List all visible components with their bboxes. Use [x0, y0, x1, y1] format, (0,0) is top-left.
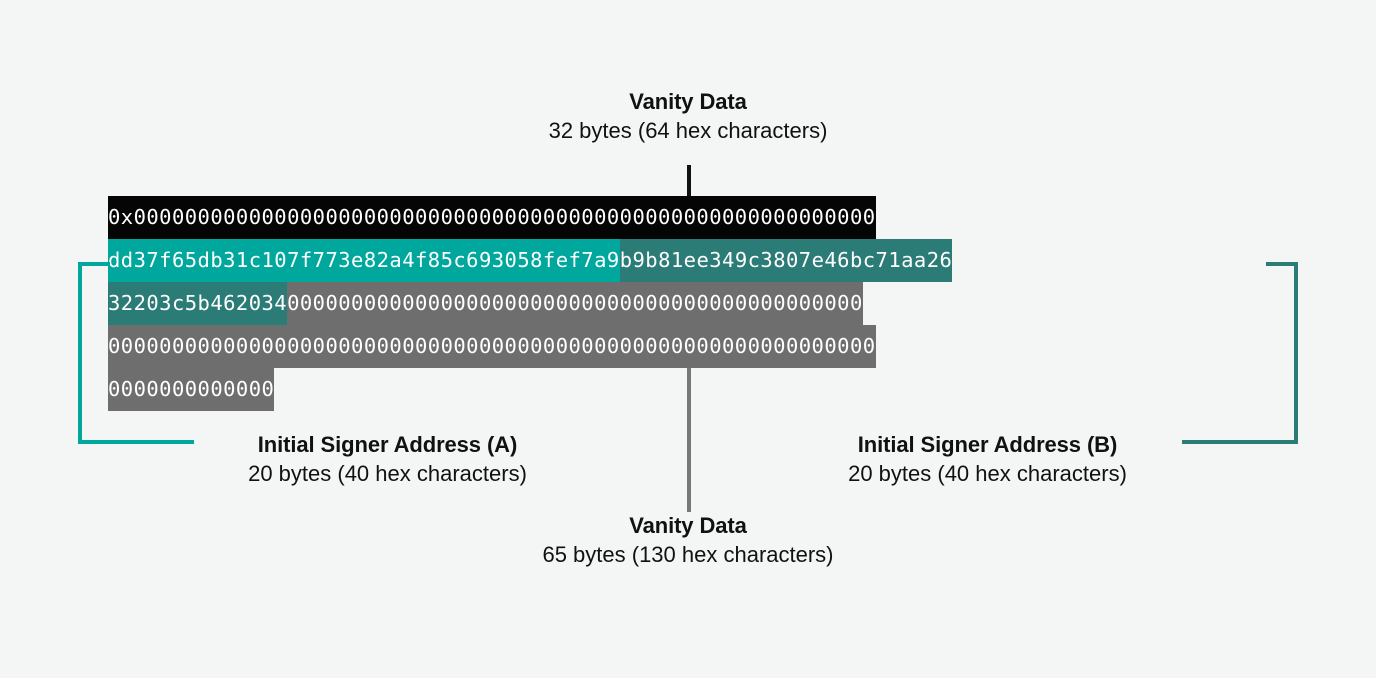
initial-signer-a-title: Initial Signer Address (A)	[257, 432, 518, 457]
hex-row: 32203c5b462034 0000000000000000000000000…	[108, 282, 1268, 325]
vanity-data-bottom-connector-line	[687, 368, 691, 512]
hex-segment-vanity-tail: 0000000000000000000000000000000000000000…	[287, 282, 863, 325]
bracket-a-bottom-arm	[78, 440, 194, 444]
hex-segment-vanity-tail: 0000000000000000000000000000000000000000…	[108, 325, 876, 368]
initial-signer-b-subtitle: 20 bytes (40 hex characters)	[848, 461, 1127, 486]
vanity-data-top-title: Vanity Data	[629, 89, 747, 114]
vanity-data-bottom-label: Vanity Data 65 bytes (130 hex characters…	[388, 512, 988, 570]
initial-signer-a-bracket	[78, 262, 194, 444]
hex-row: 0000000000000000000000000000000000000000…	[108, 325, 1268, 368]
hex-row: 0000000000000	[108, 368, 1268, 411]
vanity-data-top-subtitle: 32 bytes (64 hex characters)	[548, 118, 828, 143]
hex-segment-signer-a: dd37f65db31c107f773e82a4f85c693058fef7a9	[108, 239, 620, 282]
hex-data-block: 0x00000000000000000000000000000000000000…	[108, 196, 1268, 412]
bracket-b-vertical	[1294, 262, 1298, 444]
vanity-data-bottom-title: Vanity Data	[629, 513, 747, 538]
initial-signer-a-subtitle: 20 bytes (40 hex characters)	[248, 461, 527, 486]
vanity-data-top-label: Vanity Data 32 bytes (64 hex characters)	[388, 88, 988, 146]
initial-signer-a-label: Initial Signer Address (A) 20 bytes (40 …	[100, 431, 675, 489]
bracket-b-top-arm	[1266, 262, 1298, 266]
vanity-data-top-connector-line	[687, 165, 691, 197]
vanity-data-bottom-subtitle: 65 bytes (130 hex characters)	[542, 542, 834, 567]
hex-segment-signer-b-part2: 32203c5b462034	[108, 282, 288, 325]
initial-signer-b-bracket	[1182, 262, 1298, 444]
hex-segment-vanity-tail: 0000000000000	[108, 368, 275, 411]
bracket-a-vertical	[78, 262, 82, 444]
initial-signer-b-label: Initial Signer Address (B) 20 bytes (40 …	[700, 431, 1275, 489]
bracket-a-top-arm	[78, 262, 110, 266]
bracket-b-bottom-arm	[1182, 440, 1298, 444]
hex-segment-vanity-prefix: 0x00000000000000000000000000000000000000…	[108, 196, 876, 239]
hex-row: dd37f65db31c107f773e82a4f85c693058fef7a9…	[108, 239, 1268, 282]
initial-signer-b-title: Initial Signer Address (B)	[857, 432, 1118, 457]
hex-row: 0x00000000000000000000000000000000000000…	[108, 196, 1268, 239]
hex-segment-signer-b-part1: b9b81ee349c3807e46bc71aa26	[619, 239, 953, 282]
